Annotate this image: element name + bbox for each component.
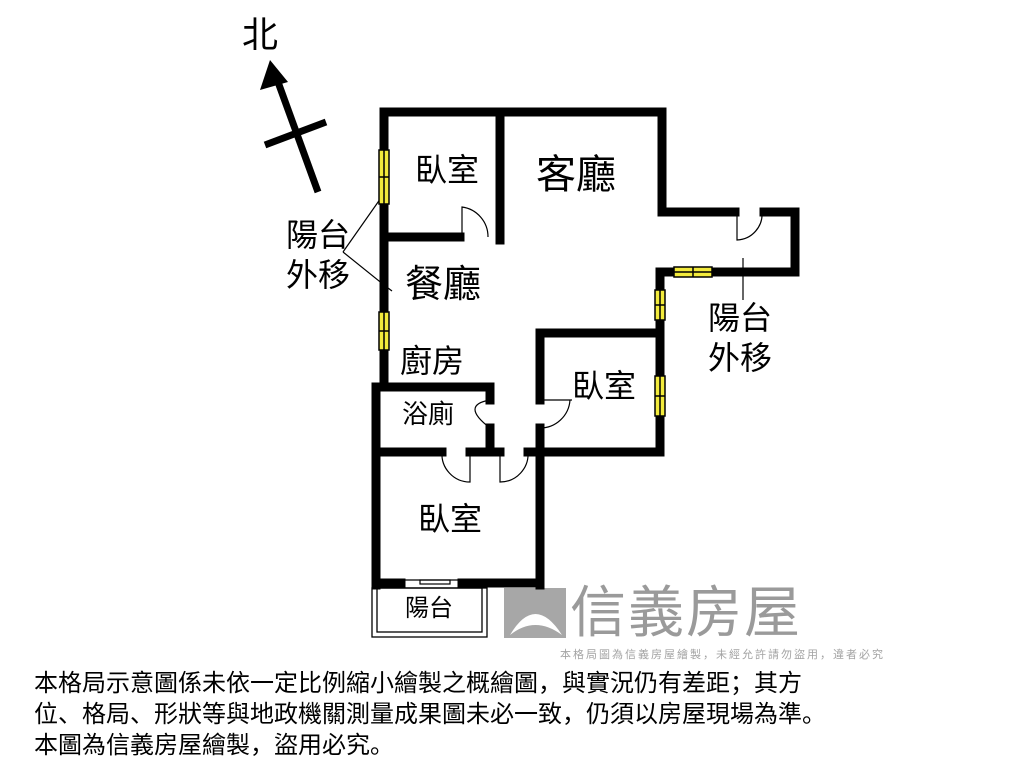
room-living-room: 客廳 — [536, 152, 616, 198]
room-bedroom-top: 臥室 — [415, 151, 480, 189]
room-dining-room: 餐廳 — [405, 262, 482, 306]
disclaimer-line: 位、格局、形狀等與地政機關測量成果圖未必一致，仍須以房屋現場為準。 — [34, 700, 826, 728]
disclaimer-line: 本格局示意圖係未依一定比例縮小繪製之概繪圖，與實況仍有差距；其方 — [34, 669, 802, 697]
room-bedroom-right: 臥室 — [572, 367, 637, 405]
doors — [342, 194, 763, 585]
balcony-outline — [371, 587, 488, 638]
disclaimer: 本格局示意圖係未依一定比例縮小繪製之概繪圖，與實況仍有差距；其方 位、格局、形狀… — [34, 668, 826, 761]
windows — [378, 149, 713, 417]
annotation-line: 外移 — [708, 339, 773, 377]
room-balcony-bottom: 陽台 — [405, 594, 453, 622]
annotation-line: 陽台 — [708, 299, 773, 337]
disclaimer-line: 本圖為信義房屋繪製，盜用必究。 — [34, 731, 394, 759]
room-kitchen: 廚房 — [400, 342, 465, 380]
watermark-brand: 信義房屋 — [570, 581, 802, 646]
room-bedroom-bottom: 臥室 — [418, 500, 483, 538]
watermark-logo — [504, 588, 566, 638]
watermark-notice: 本格局圖為信義房屋繪製，未經允許請勿盜用，違者必究 — [560, 648, 885, 661]
annotation-right-balcony: 陽台 外移 — [708, 298, 772, 378]
room-bathroom: 浴廁 — [402, 400, 455, 430]
annotation-left-balcony: 陽台 外移 — [286, 215, 350, 295]
north-arrow-icon — [260, 60, 328, 194]
annotation-line: 外移 — [286, 256, 351, 294]
north-label: 北 — [242, 15, 279, 56]
annotation-line: 陽台 — [286, 216, 351, 254]
